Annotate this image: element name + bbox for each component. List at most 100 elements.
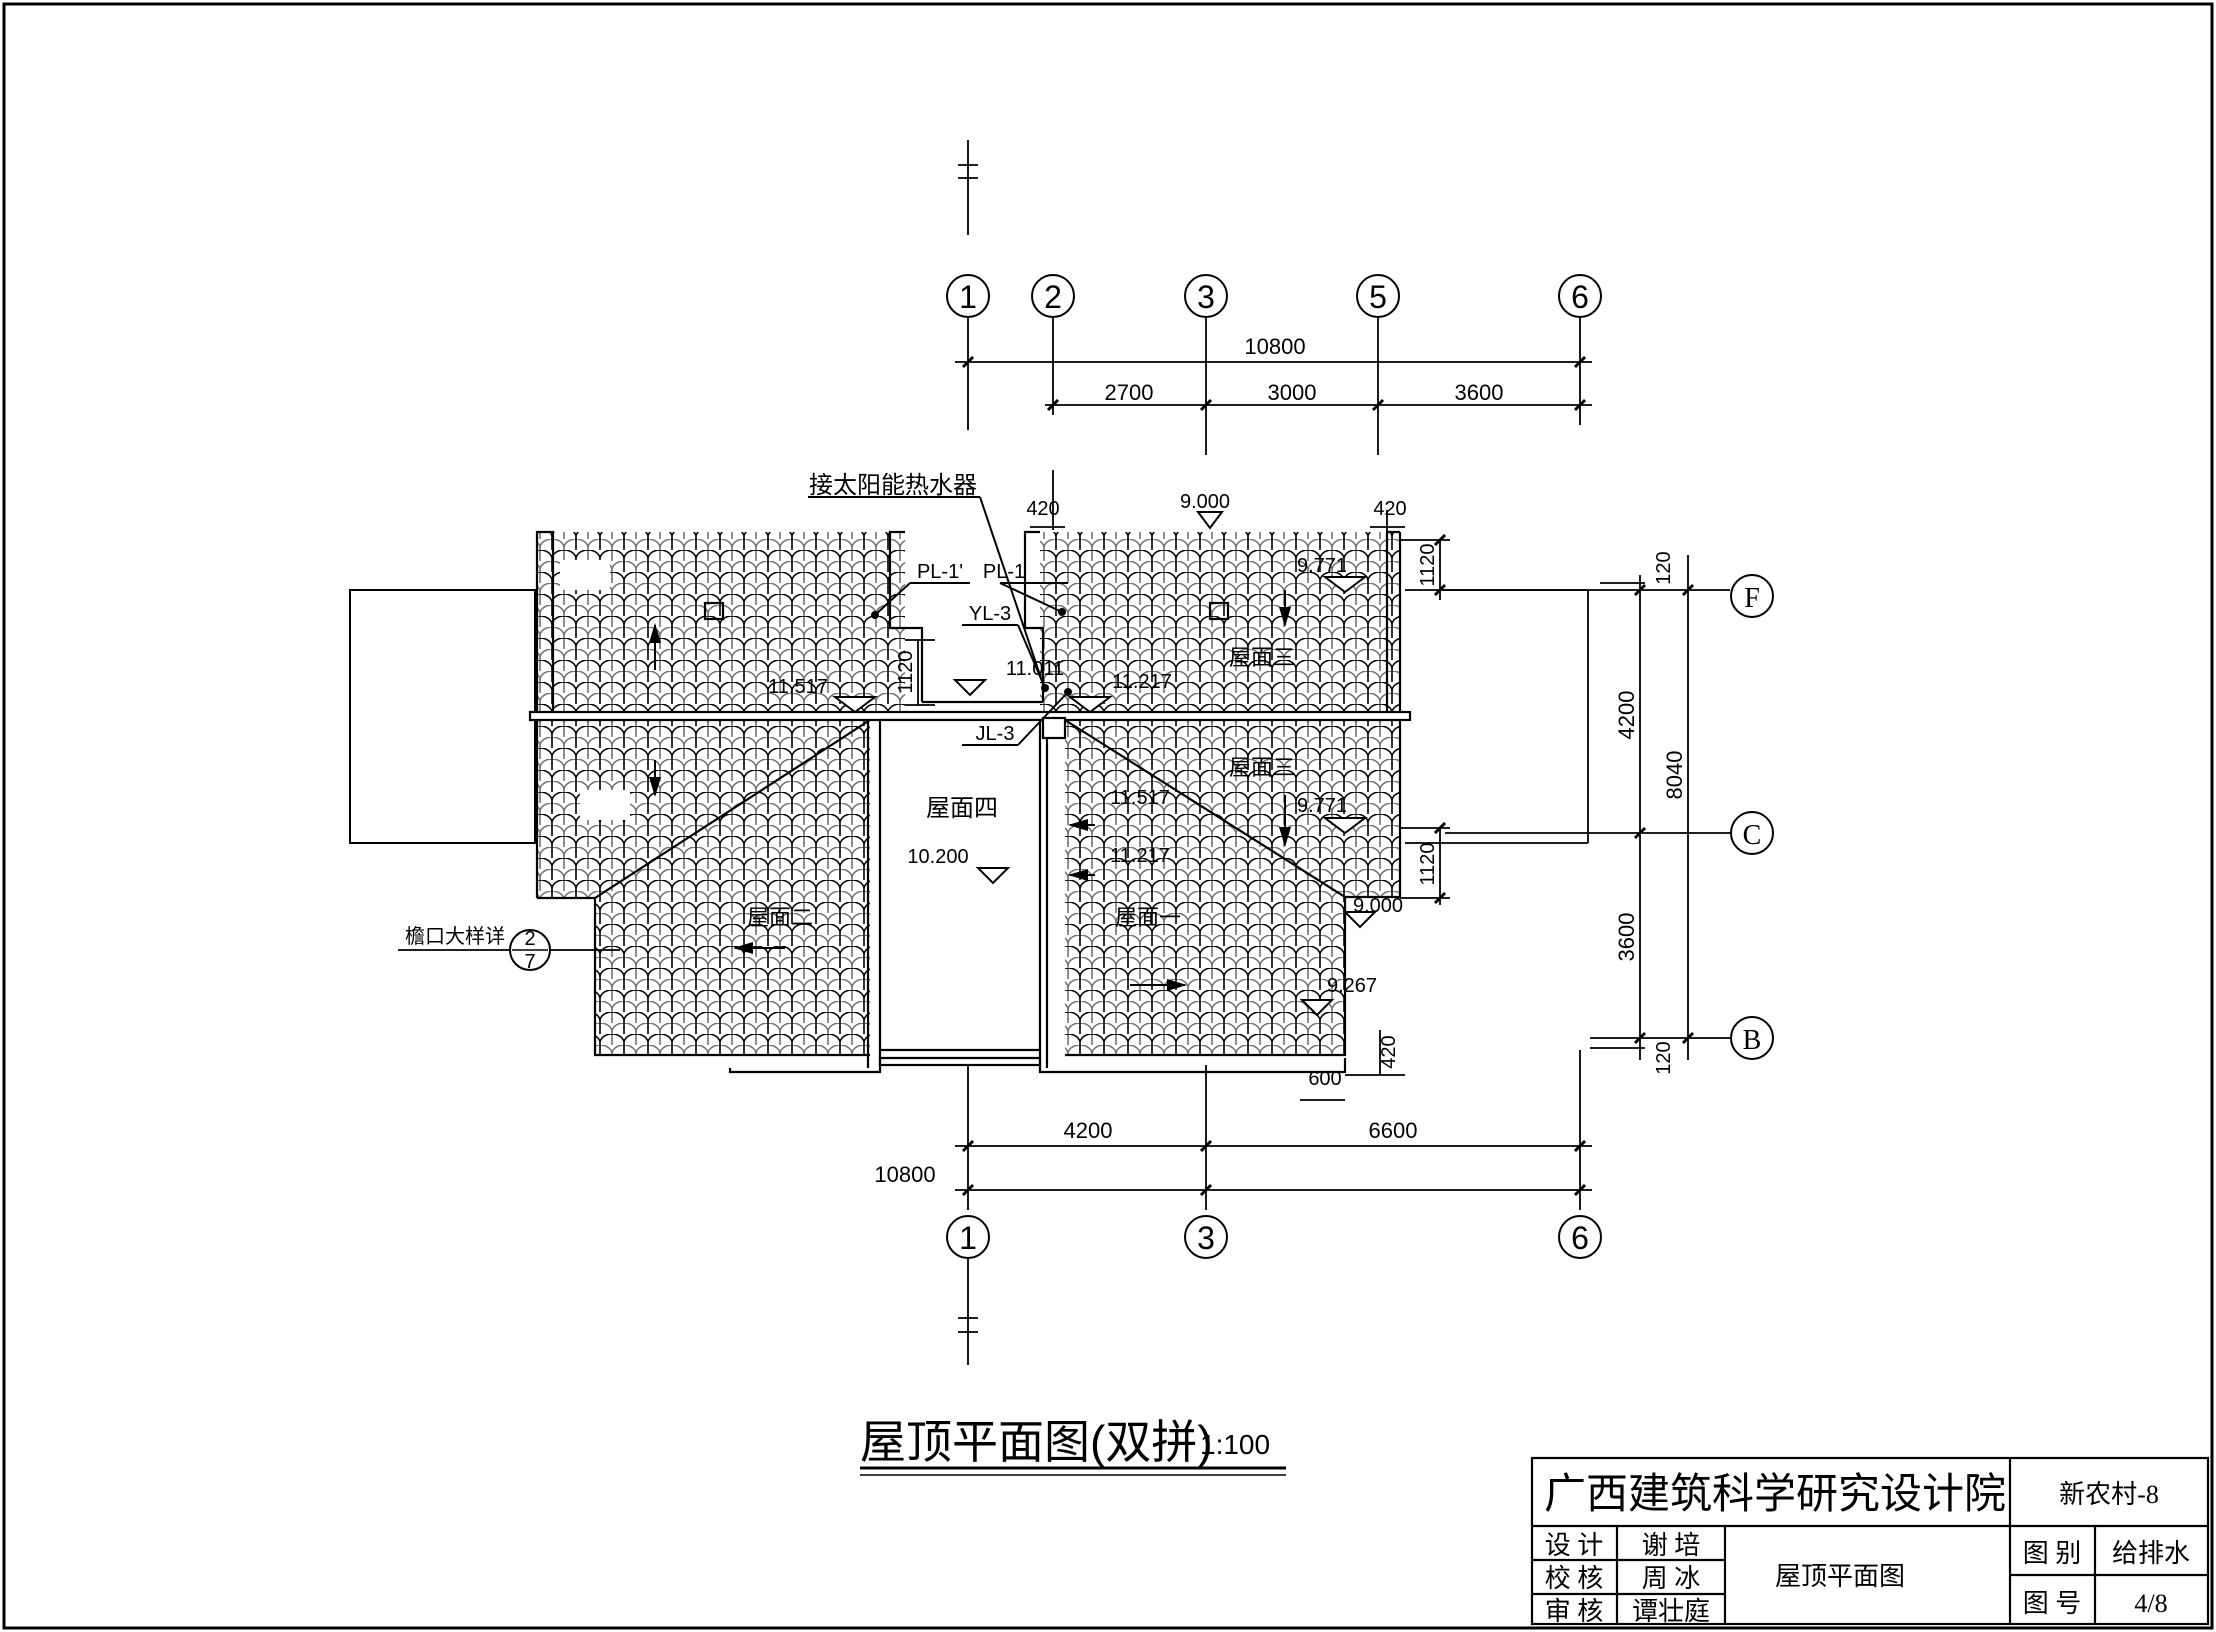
label-roof1: 屋面一: [1115, 905, 1181, 930]
svg-text:3: 3: [1197, 279, 1215, 315]
elev-inner-2: 11.217: [1110, 845, 1170, 867]
svg-text:5: 5: [1369, 279, 1387, 315]
axis-bubble-1: 1: [946, 274, 990, 318]
svg-text:C: C: [1743, 820, 1762, 851]
elev-right-mid: 9.771: [1297, 795, 1347, 817]
dim-right-120-top: 120: [1653, 551, 1675, 584]
right-dim-ticks: [1433, 533, 1695, 1045]
axis-bubble-3-bottom: 3: [1184, 1215, 1228, 1259]
label-roof4: 屋面四: [926, 795, 998, 822]
roof-tiles-lower-right: [1065, 717, 1400, 1055]
axis-bubble-B: B: [1730, 1016, 1774, 1060]
eave-detail-callout: 2 7 檐口大样详: [398, 925, 620, 973]
axis-bubble-6-bottom: 6: [1558, 1215, 1602, 1259]
axis-bubble-1-bottom: 1: [946, 1215, 990, 1259]
axis-bubble-F: F: [1730, 574, 1774, 618]
dim-right-1120-top: 1120: [1417, 543, 1439, 586]
pipe-leaders: [808, 496, 1069, 746]
title-block: [1530, 1456, 2210, 1626]
drawing-title: 屋顶平面图(双拼): [860, 1416, 1213, 1468]
axis-bubble-C: C: [1730, 811, 1774, 855]
category-label: 图 别: [2023, 1539, 2082, 1568]
dim-420-left: 420: [1026, 498, 1059, 520]
number-label: 图 号: [2023, 1589, 2082, 1618]
label-jl3: JL-3: [976, 723, 1015, 745]
right-axis-bubbles: F C B: [1730, 574, 1774, 1060]
label-pl1: PL-1: [983, 561, 1025, 583]
elev-center-right: 11.217: [1112, 671, 1172, 693]
dim-right-120-bottom: 120: [1653, 1041, 1675, 1074]
bottom-axis-lines: [955, 1050, 1592, 1365]
svg-text:B: B: [1743, 1025, 1762, 1056]
label-solar: 接太阳能热水器: [809, 472, 977, 499]
small-dims: [905, 510, 1405, 1101]
axis-bubble-3: 3: [1184, 274, 1228, 318]
top-dim-ticks: [961, 355, 1587, 412]
pipe-points: [871, 608, 1072, 696]
category-value: 给排水: [2112, 1539, 2190, 1568]
svg-text:6: 6: [1571, 1220, 1589, 1256]
svg-text:7: 7: [524, 951, 535, 973]
svg-text:1: 1: [959, 1220, 977, 1256]
review-label: 审 核: [1545, 1597, 1604, 1626]
dim-top-3-5: 3000: [1268, 380, 1317, 405]
dim-bottom-1-3: 4200: [1064, 1118, 1113, 1143]
elev-ridge-top: 9.000: [1180, 491, 1230, 513]
dim-top-total: 10800: [1244, 334, 1305, 359]
left-bumpout: [349, 589, 536, 844]
roof-outlines: [528, 530, 1412, 1074]
axis-bubble-6: 6: [1558, 274, 1602, 318]
design-name: 谢 培: [1642, 1531, 1701, 1560]
drain-arrows: [649, 590, 1291, 991]
label-pl1p: PL-1': [917, 561, 963, 583]
elevation-marks: [832, 511, 1378, 1017]
label-roof3b: 屋面三: [1229, 755, 1295, 780]
number-value: 4/8: [2134, 1589, 2167, 1618]
drawing-scale: 1:100: [1200, 1429, 1270, 1460]
dim-420-bottom: 420: [1378, 1035, 1400, 1068]
dim-right-1120-mid: 1120: [1417, 842, 1439, 885]
dim-right-C-B: 3600: [1614, 913, 1639, 962]
elev-left-top: 11.517: [768, 676, 828, 698]
label-yl3: YL-3: [969, 603, 1011, 625]
dim-right-F-C: 4200: [1614, 691, 1639, 740]
roof-tiles-lower-left: [537, 717, 870, 1055]
check-name: 周 冰: [1642, 1564, 1701, 1593]
dim-420-right: 420: [1373, 498, 1406, 520]
bottom-axis-bubbles: 1 3 6: [946, 1215, 1602, 1259]
dim-1120-mid: 1120: [895, 650, 917, 693]
dim-600-bottom: 600: [1308, 1068, 1341, 1090]
label-roof3: 屋面三: [1229, 645, 1295, 670]
dim-top-2-3: 2700: [1105, 380, 1154, 405]
drawing-name: 屋顶平面图: [1775, 1562, 1905, 1591]
dim-top-5-6: 3600: [1455, 380, 1504, 405]
elev-right-top: 9.771: [1297, 555, 1347, 577]
label-roof2: 屋面二: [747, 905, 813, 930]
top-axis-bubbles: 1 2 3 5 6: [946, 274, 1602, 318]
institute-name: 广西建筑科学研究设计院: [1544, 1471, 2006, 1518]
svg-text:1: 1: [959, 279, 977, 315]
svg-text:2: 2: [1044, 279, 1062, 315]
dim-bottom-total: 10800: [874, 1162, 935, 1187]
elev-right-bottom: 9.267: [1327, 975, 1377, 997]
roof-tiles-upper-left: [537, 532, 905, 712]
svg-text:6: 6: [1571, 279, 1589, 315]
axis-bubble-5: 5: [1356, 274, 1400, 318]
dim-bottom-3-6: 6600: [1369, 1118, 1418, 1143]
design-label: 设 计: [1545, 1531, 1604, 1560]
elev-center: 11.011: [1006, 658, 1064, 680]
svg-text:3: 3: [1197, 1220, 1215, 1256]
roof-tiles-upper-right: [1040, 532, 1400, 712]
bottom-dim-ticks: [961, 1139, 1587, 1197]
svg-text:2: 2: [524, 928, 535, 950]
elev-roof4: 10.200: [907, 846, 968, 868]
elev-inner-1: 11.517: [1110, 787, 1170, 809]
dim-right-total: 8040: [1662, 751, 1687, 800]
project-code: 新农村-8: [2059, 1480, 2159, 1509]
axis-bubble-2: 2: [1031, 274, 1075, 318]
svg-text:檐口大样详: 檐口大样详: [405, 925, 505, 948]
check-label: 校 核: [1545, 1564, 1604, 1593]
svg-text:F: F: [1744, 583, 1760, 614]
